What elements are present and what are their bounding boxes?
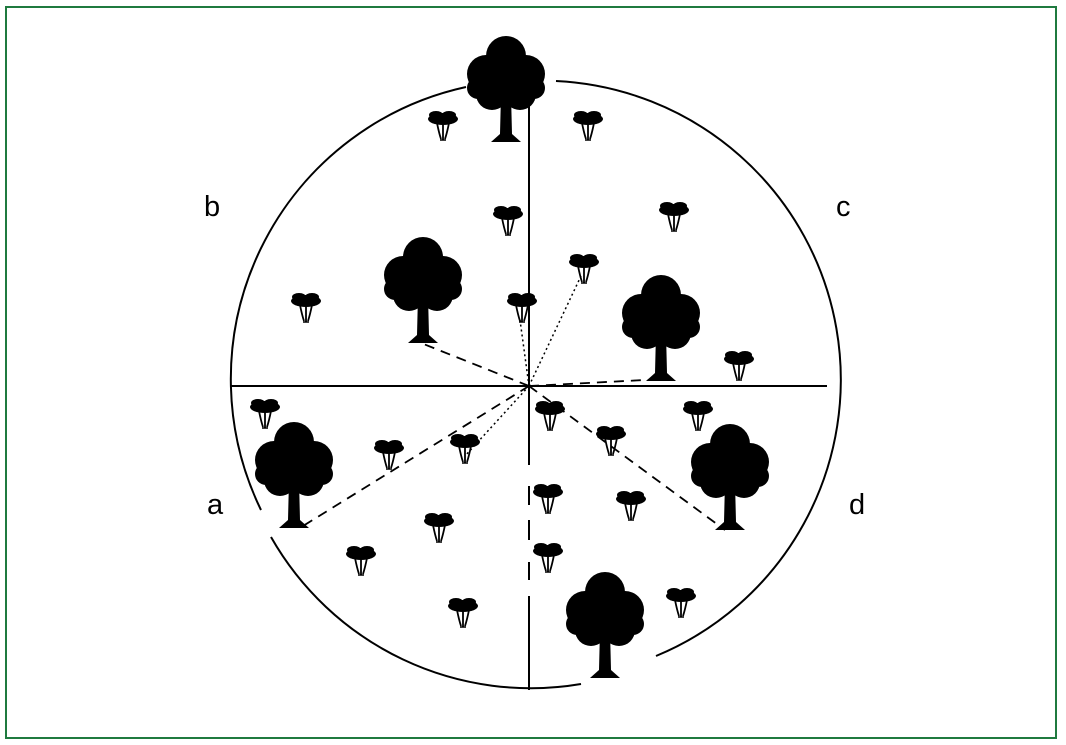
small-tree-icon [533,543,563,572]
small-tree-icon [596,426,626,455]
large-tree-icon [384,237,462,343]
small-tree-icon [493,206,523,235]
sampling-circle [231,81,841,688]
small-tree-icon [450,434,480,463]
small-tree-icon [424,513,454,542]
small-tree-icon [569,254,599,283]
large-tree-icon [691,424,769,530]
small-tree-icon [666,588,696,617]
large-tree-icon [467,36,545,142]
small-tree-icon [291,293,321,322]
quadrant-label-a: a [207,491,223,520]
small-trees [250,111,754,627]
quadrant-label-d: d [849,491,865,520]
small-tree-icon [374,440,404,469]
small-tree-icon [428,111,458,140]
small-tree-icon [573,111,603,140]
large-tree-icon [255,422,333,528]
quadrant-label-c: c [836,193,851,222]
small-tree-icon [507,293,537,322]
small-tree-icon [448,598,478,627]
small-tree-icon [659,202,689,231]
large-tree-icon [622,275,700,381]
large-tree-icon [566,572,644,678]
small-tree-icon [724,351,754,380]
large-trees [255,36,769,678]
small-tree-icon [346,546,376,575]
small-tree-icon [533,484,563,513]
small-tree-icon [250,399,280,428]
small-tree-icon [683,401,713,430]
small-tree-icon [535,401,565,430]
quadrant-label-b: b [204,193,220,222]
small-tree-icon [616,491,646,520]
